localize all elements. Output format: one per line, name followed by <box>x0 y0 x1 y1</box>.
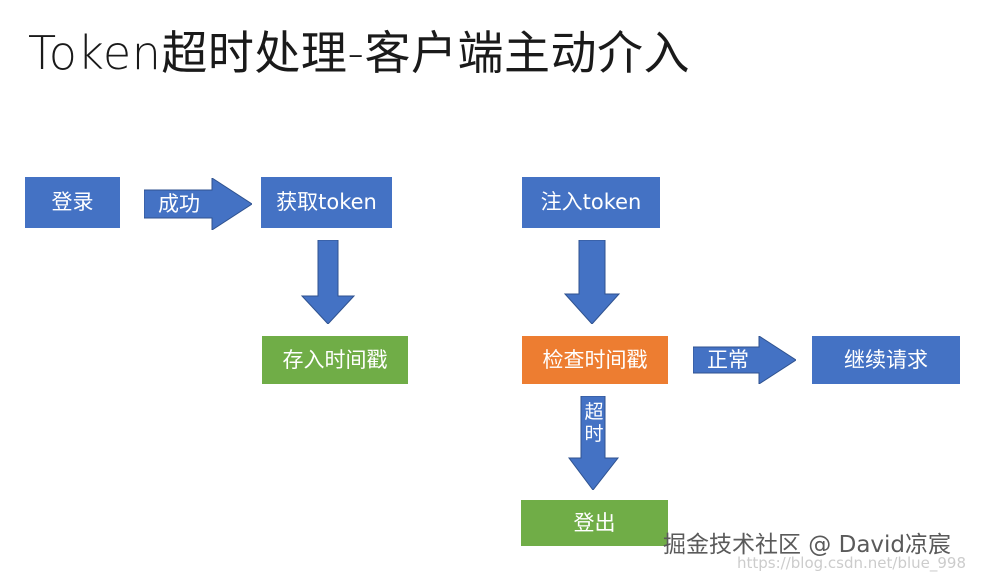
arrow-get-token-to-save-label <box>300 240 356 246</box>
arrow-normal: 正常 <box>693 336 796 384</box>
node-continue-request[interactable]: 继续请求 <box>812 336 960 384</box>
arrow-success: 成功 <box>144 178 252 230</box>
arrow-success-label: 成功 <box>158 191 200 216</box>
node-logout[interactable]: 登出 <box>521 500 668 546</box>
node-login[interactable]: 登录 <box>25 177 120 228</box>
arrow-down-shape <box>300 240 356 324</box>
arrow-timeout-label: 超时 <box>584 401 604 445</box>
node-save-timestamp[interactable]: 存入时间戳 <box>262 336 408 384</box>
arrow-get-token-to-save <box>300 240 356 324</box>
node-get-token[interactable]: 获取token <box>261 177 392 228</box>
arrow-timeout: 超时 <box>568 396 620 490</box>
arrow-inject-to-check <box>563 240 621 324</box>
arrow-normal-shape <box>693 336 796 384</box>
arrow-down-shape <box>563 240 621 324</box>
watermark-author: 掘金技术社区 @ David凉宸 <box>663 532 952 558</box>
arrow-timeout-shape <box>568 396 620 490</box>
arrow-normal-label: 正常 <box>707 347 749 372</box>
arrow-inject-to-check-label <box>563 240 621 246</box>
node-inject-token[interactable]: 注入token <box>522 177 660 228</box>
page-title: Token超时处理-客户端主动介入 <box>28 26 690 80</box>
arrow-success-shape <box>144 178 252 230</box>
watermark-url: https://blog.csdn.net/blue_998 <box>737 554 967 572</box>
node-check-timestamp[interactable]: 检查时间戳 <box>522 336 668 384</box>
